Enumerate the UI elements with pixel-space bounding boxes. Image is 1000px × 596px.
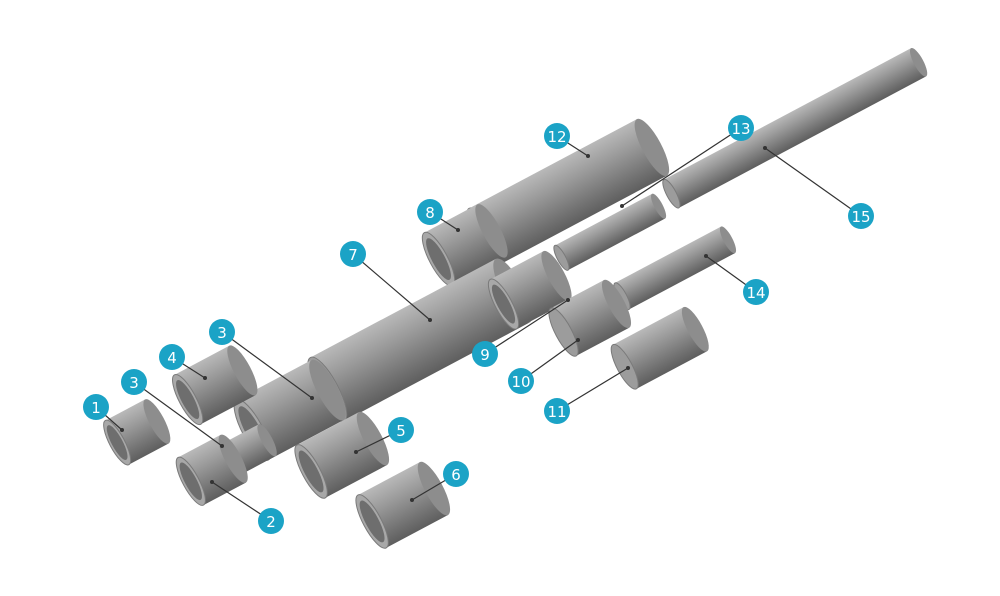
leader-line bbox=[221, 331, 313, 399]
callout-8: 8 bbox=[417, 199, 443, 225]
callout-number: 7 bbox=[348, 246, 358, 264]
leader-line bbox=[484, 299, 569, 355]
leader-dot bbox=[203, 376, 207, 380]
callout-10: 10 bbox=[508, 368, 534, 394]
leader-dot bbox=[354, 450, 358, 454]
leader-dot bbox=[763, 146, 767, 150]
callout-number: 13 bbox=[731, 120, 750, 138]
part-shaft-15 bbox=[662, 47, 928, 209]
callout-11: 11 bbox=[544, 398, 570, 424]
callout-badge bbox=[209, 319, 235, 345]
callout-number: 3 bbox=[217, 324, 227, 342]
callout-badge bbox=[388, 417, 414, 443]
callout-badge bbox=[340, 241, 366, 267]
leader-dot bbox=[566, 298, 570, 302]
callout-number: 8 bbox=[425, 204, 435, 222]
callout-5: 5 bbox=[388, 417, 414, 443]
callout-7: 7 bbox=[340, 241, 366, 267]
callout-badge bbox=[159, 344, 185, 370]
callout-badge bbox=[121, 369, 147, 395]
leader-dot bbox=[586, 154, 590, 158]
callout-9: 9 bbox=[472, 341, 498, 367]
callout-number: 3 bbox=[129, 374, 139, 392]
leader-dot bbox=[456, 228, 460, 232]
callout-15: 15 bbox=[848, 203, 874, 229]
callout-number: 12 bbox=[547, 128, 566, 146]
callout-number: 5 bbox=[396, 422, 406, 440]
callout-3: 3 bbox=[121, 369, 147, 395]
callout-number: 2 bbox=[266, 513, 276, 531]
part-head-11 bbox=[610, 306, 709, 390]
leader-dot bbox=[576, 338, 580, 342]
callout-badge bbox=[83, 394, 109, 420]
callout-badge bbox=[472, 341, 498, 367]
callout-number: 14 bbox=[746, 284, 765, 302]
leader-dot bbox=[428, 318, 432, 322]
leader-dot bbox=[410, 498, 414, 502]
callout-number: 11 bbox=[547, 403, 566, 421]
callout-14: 14 bbox=[743, 279, 769, 305]
leader-line bbox=[133, 381, 223, 447]
callout-badge bbox=[258, 508, 284, 534]
leader-dot bbox=[120, 428, 124, 432]
leader-dot bbox=[310, 396, 314, 400]
callout-number: 9 bbox=[480, 346, 490, 364]
callout-badge bbox=[417, 199, 443, 225]
leader-line bbox=[621, 127, 742, 207]
leader-line bbox=[556, 367, 629, 412]
callout-badge bbox=[848, 203, 874, 229]
callout-number: 1 bbox=[91, 399, 101, 417]
leader-line bbox=[764, 147, 862, 217]
part-crown-1 bbox=[103, 399, 171, 466]
part-spindle-13 bbox=[553, 193, 667, 271]
callout-number: 15 bbox=[851, 208, 870, 226]
leader-dot bbox=[626, 366, 630, 370]
callout-13: 13 bbox=[728, 115, 754, 141]
callout-badge bbox=[544, 398, 570, 424]
leader-dot bbox=[620, 204, 624, 208]
callout-number: 6 bbox=[451, 466, 461, 484]
callout-4: 4 bbox=[159, 344, 185, 370]
leader-dot bbox=[704, 254, 708, 258]
part-adapter-14 bbox=[613, 226, 737, 311]
callout-badge bbox=[508, 368, 534, 394]
callout-number: 10 bbox=[511, 373, 530, 391]
callout-3: 3 bbox=[209, 319, 235, 345]
part-crown-2 bbox=[175, 434, 248, 506]
part-bearing-10 bbox=[548, 279, 632, 357]
callout-badge bbox=[544, 123, 570, 149]
leader-dot bbox=[210, 480, 214, 484]
callout-badge bbox=[443, 461, 469, 487]
leader-dot bbox=[220, 444, 224, 448]
leader-line bbox=[352, 253, 431, 321]
callout-number: 4 bbox=[167, 349, 177, 367]
callout-1: 1 bbox=[83, 394, 109, 420]
callout-6: 6 bbox=[443, 461, 469, 487]
callout-badge bbox=[743, 279, 769, 305]
callout-badge bbox=[728, 115, 754, 141]
part-stabilizer-5 bbox=[294, 411, 390, 499]
callout-12: 12 bbox=[544, 123, 570, 149]
part-ring-4 bbox=[172, 345, 258, 426]
callout-2: 2 bbox=[258, 508, 284, 534]
part-sub-6 bbox=[355, 461, 451, 549]
